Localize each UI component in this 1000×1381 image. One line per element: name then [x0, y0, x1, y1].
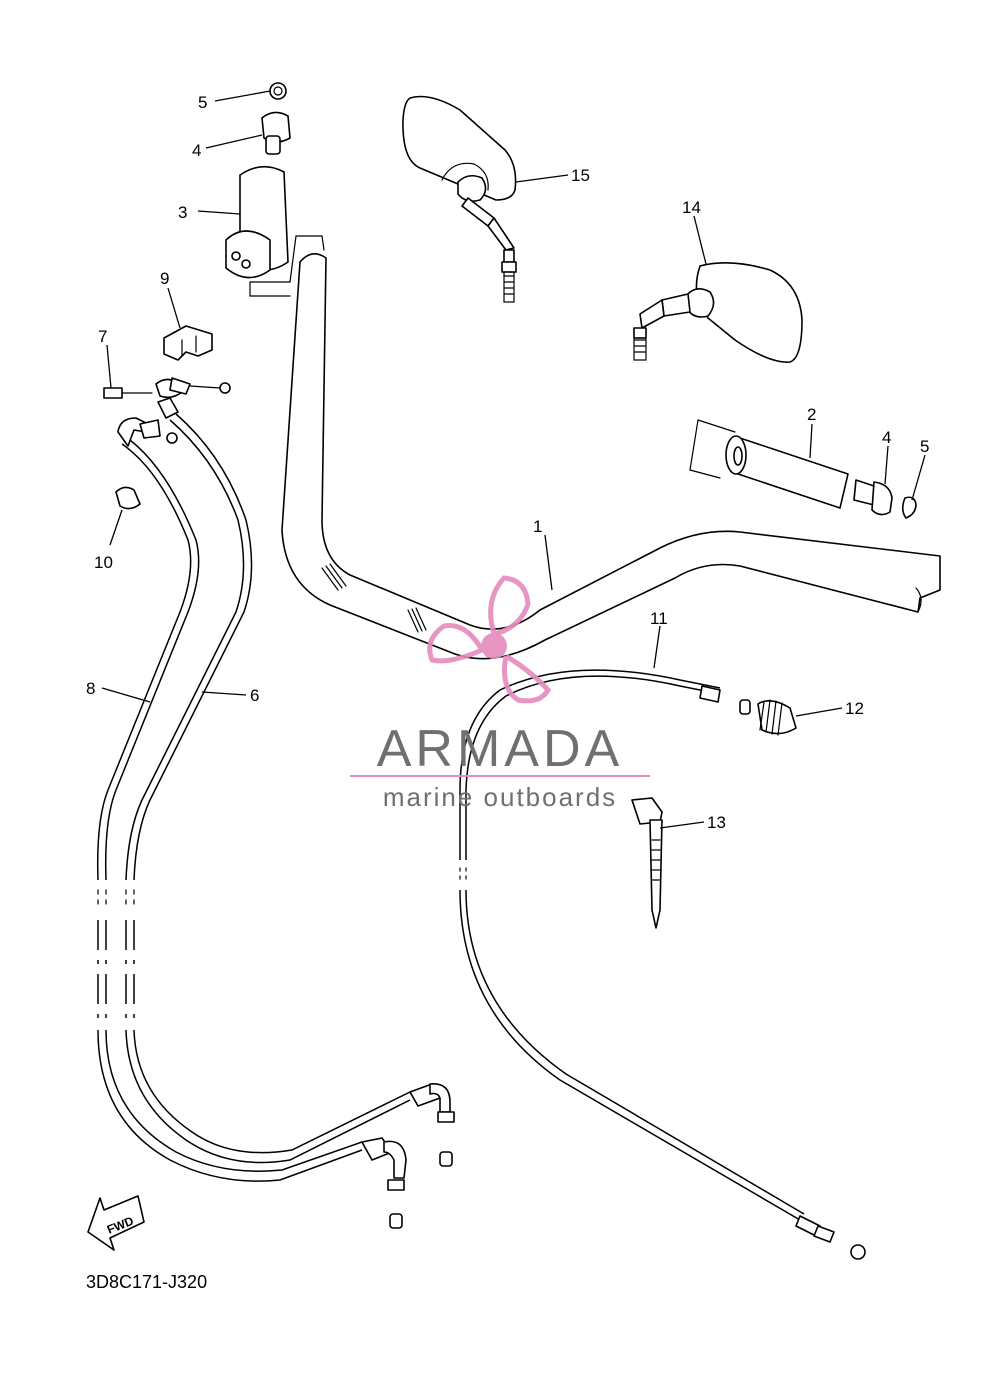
- callout-11: 11: [650, 609, 668, 628]
- throttle-cables: [96, 413, 455, 1229]
- leader-lines: [101, 90, 926, 829]
- right-mirror: [402, 95, 517, 303]
- callout-14: 14: [682, 198, 701, 217]
- cable-11: [459, 669, 866, 1260]
- callout-15: 15: [571, 166, 590, 185]
- callout-3: 3: [178, 203, 187, 222]
- fwd-arrow-icon: FWD: [87, 1195, 145, 1251]
- callout-6: 6: [250, 686, 259, 705]
- callout-4-left: 4: [192, 141, 201, 160]
- left-mirror: [633, 262, 803, 363]
- callout-8: 8: [86, 679, 95, 698]
- cable-fittings-upper: [103, 377, 231, 510]
- left-grip: [225, 165, 325, 297]
- diagram-code: 3D8C171-J320: [86, 1272, 207, 1292]
- left-bar-end-weight: [261, 82, 291, 155]
- callout-1: 1: [533, 517, 542, 536]
- callout-13: 13: [707, 813, 726, 832]
- callout-10: 10: [94, 553, 113, 572]
- callout-9: 9: [160, 269, 169, 288]
- callout-5-right: 5: [920, 437, 929, 456]
- callout-5-left: 5: [198, 93, 207, 112]
- callout-4-right: 4: [882, 428, 891, 447]
- watermark-brand: ARMADA: [377, 720, 623, 778]
- armada-watermark: ARMADA marine outboards: [350, 575, 650, 812]
- callout-labels: 1 2 3 4 4 5 5 6 7 8 9 10 11 12 13 14 15: [86, 93, 929, 832]
- callout-12: 12: [845, 699, 864, 718]
- callout-2: 2: [807, 405, 816, 424]
- handlebar: [281, 253, 941, 660]
- watermark-tagline: marine outboards: [383, 782, 617, 812]
- cable-holder: [163, 325, 213, 361]
- propeller-icon: [427, 575, 552, 704]
- callout-7: 7: [98, 327, 107, 346]
- right-grip: [689, 419, 917, 519]
- cable-adjuster: [739, 699, 797, 736]
- cable-tie: [631, 797, 663, 929]
